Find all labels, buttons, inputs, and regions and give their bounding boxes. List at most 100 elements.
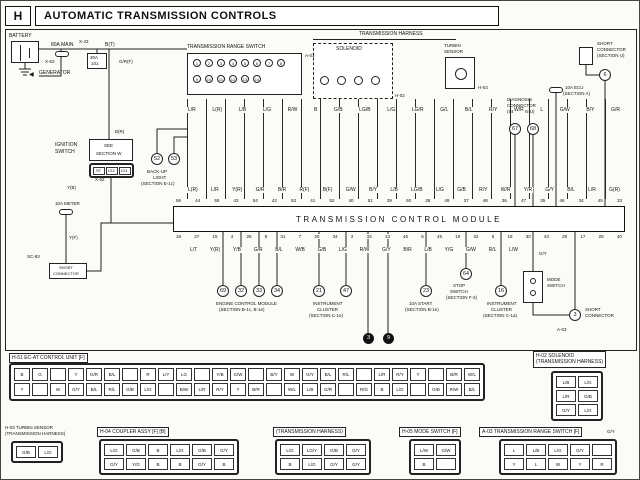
- cell: L/G: [578, 404, 598, 416]
- cell: G/Y: [346, 458, 366, 470]
- cell: 9: [193, 75, 201, 83]
- cell: L/T: [189, 247, 199, 253]
- cell: B/Y: [368, 187, 379, 193]
- switch-contact-icon: [530, 278, 536, 284]
- cell: L/R: [210, 187, 220, 193]
- cell: G/Y: [192, 458, 212, 470]
- ref-circle-3: 3: [569, 309, 581, 321]
- cell: IG1: [118, 166, 131, 175]
- wire-code-br: B(R): [115, 129, 125, 134]
- cell: R/L: [487, 247, 498, 253]
- turbine-code-h03: H-03: [478, 85, 488, 90]
- wire-code-yf: Y(F): [69, 235, 78, 240]
- ref-circle-69: 69: [217, 285, 229, 297]
- cell: 2: [349, 234, 355, 239]
- cell: 6: [420, 234, 425, 239]
- cell: B/Y: [585, 107, 596, 113]
- cell: L/W: [508, 247, 519, 253]
- cell: LG/Y: [302, 444, 322, 456]
- cell: 19: [454, 234, 462, 239]
- short-connector-br-label-2: CONNECTOR: [585, 313, 614, 318]
- short-connector-left-label-2: CONNECTOR: [53, 271, 79, 276]
- ecm-section: (SECTION B-1c, B-1e): [219, 307, 265, 312]
- cell: LG/B: [358, 107, 372, 113]
- a03-connector-label: A-03 TRANSMISSION RANGE SWITCH [F]: [479, 427, 583, 438]
- battery-label: BATTERY: [9, 33, 32, 39]
- cell: B/L: [463, 107, 474, 113]
- cell: 1: [193, 59, 201, 67]
- cell: 7: [297, 234, 303, 239]
- cell: B: [374, 383, 390, 396]
- ref-circle-53: 53: [168, 153, 180, 165]
- cell: R: [140, 368, 156, 381]
- cell: 14: [253, 75, 261, 83]
- cell: G/W: [436, 444, 456, 456]
- cell: G/B: [578, 390, 598, 402]
- cell: G/Y: [324, 458, 344, 470]
- cell: W: [50, 383, 66, 396]
- row: B: [413, 457, 457, 471]
- coil-icon: [354, 76, 363, 85]
- cell: 5: [241, 59, 249, 67]
- cluster2-label-1: INSTRUMENT: [487, 301, 517, 306]
- meter-fuse-symbol: [59, 209, 73, 215]
- coil-icon: [371, 76, 380, 85]
- cell: R/W: [446, 383, 462, 396]
- cluster1-label-2: CLUSTER: [317, 307, 339, 312]
- cell: L/G: [140, 383, 156, 396]
- mode-switch-label-2: SWITCH: [547, 283, 565, 288]
- harness-bracket: [313, 39, 456, 40]
- harness-label: TRANSMISSION HARNESS: [359, 31, 423, 37]
- cell: L: [539, 107, 545, 113]
- wire-code-yb: Y(B): [67, 185, 76, 190]
- cell: 33: [615, 198, 623, 203]
- cell: 7: [265, 59, 273, 67]
- cell: 36: [500, 198, 508, 203]
- cell: 43: [232, 198, 240, 203]
- cell: 34: [331, 234, 339, 239]
- cell: [122, 368, 138, 381]
- diagnosis-label-1: DIAGNOSIS: [507, 97, 533, 102]
- cell: G/B: [428, 383, 444, 396]
- tcm-box: TRANSMISSION CONTROL MODULE: [173, 206, 625, 232]
- cell: L/B: [526, 444, 546, 456]
- cell: [50, 368, 66, 381]
- cell: L/B: [302, 383, 318, 396]
- cell: Y: [410, 368, 426, 381]
- cell: B/Y: [266, 368, 282, 381]
- cell: G/Y: [104, 458, 124, 470]
- cell: 52: [328, 198, 336, 203]
- trs-label: TRANSMISSION RANGE SWITCH: [187, 44, 266, 50]
- stop-switch-section: (SECTION F-2): [446, 295, 477, 300]
- cell: G/W: [230, 368, 246, 381]
- cell: 32: [472, 234, 480, 239]
- see-section-box: SEE SECTION W: [89, 139, 133, 161]
- cell: R/W: [358, 247, 371, 253]
- connector-code-x62: X-62: [95, 177, 105, 182]
- power-wires: [39, 48, 187, 272]
- cell: 34: [577, 198, 585, 203]
- cell: 13: [241, 75, 249, 83]
- sensor-icon: [455, 68, 467, 80]
- cell: Y/G: [443, 247, 455, 253]
- h04-connector-label: H-04 COUPLER ASSY [F] [B]: [97, 427, 169, 438]
- cell: L/B: [389, 187, 399, 193]
- trs-code-a03: A-03: [305, 53, 315, 58]
- battery-symbol: [11, 41, 39, 63]
- ref-circle-6: 6: [599, 69, 611, 81]
- cell: G/B: [16, 446, 36, 458]
- cluster2-label-2: CLUSTER: [491, 307, 513, 312]
- cell: G/R: [86, 368, 102, 381]
- cell: Y: [68, 368, 84, 381]
- ecu-fuse-section: (SECTION A): [563, 91, 591, 96]
- cell: L/G: [548, 444, 568, 456]
